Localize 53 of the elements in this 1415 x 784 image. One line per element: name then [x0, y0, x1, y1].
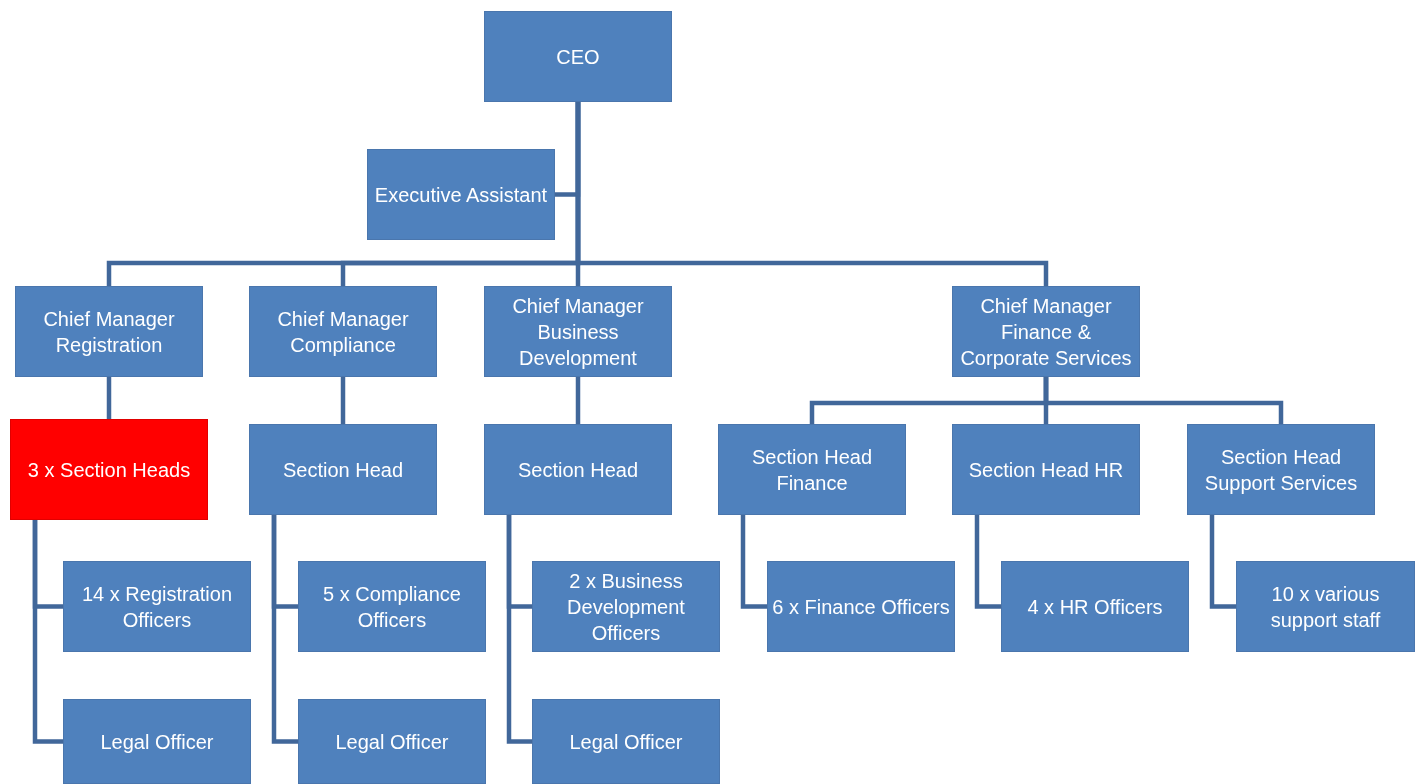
connector-line — [575, 377, 581, 424]
role-box — [298, 699, 486, 784]
role-box — [249, 286, 437, 377]
connector-line — [740, 515, 767, 609]
connector-line — [340, 377, 346, 424]
connector-line — [271, 515, 298, 744]
role-title: Legal Officer — [335, 729, 449, 755]
connector-line — [1209, 515, 1236, 609]
connector-line — [974, 515, 1001, 609]
role-title: Section Head Support Services — [1203, 444, 1359, 496]
role-title: Section Head — [282, 457, 404, 483]
role-title: 5 x Compliance Officers — [322, 581, 462, 633]
role-box — [298, 561, 486, 652]
role-box — [249, 424, 437, 515]
role-title: Section Head — [517, 457, 639, 483]
connector-line — [1043, 377, 1284, 424]
role-box — [1001, 561, 1189, 652]
role-box — [532, 561, 720, 652]
role-box — [15, 286, 203, 377]
connector-line — [32, 520, 63, 744]
role-box — [767, 561, 955, 652]
role-box — [484, 424, 672, 515]
role-title: Section Head HR — [968, 457, 1124, 483]
role-box — [532, 699, 720, 784]
role-title: Chief Manager Compliance — [276, 306, 410, 358]
role-box — [952, 286, 1140, 377]
role-title: Chief Manager Finance & Corporate Services — [959, 293, 1133, 371]
role-title: Section Head Finance — [750, 444, 874, 496]
role-title: Chief Manager Business Development — [511, 293, 645, 371]
role-title: 2 x Business Development Officers — [566, 568, 686, 646]
role-box — [952, 424, 1140, 515]
role-title: Legal Officer — [569, 729, 683, 755]
role-title: Executive Assistant — [374, 182, 548, 208]
role-box — [367, 149, 555, 240]
role-title: Chief Manager Registration — [42, 306, 176, 358]
connector-line — [506, 515, 532, 744]
role-box — [63, 561, 251, 652]
role-box — [63, 699, 251, 784]
role-box — [718, 424, 906, 515]
role-box — [1236, 561, 1415, 652]
highlighted-role-box — [10, 419, 208, 520]
role-title: Legal Officer — [100, 729, 214, 755]
role-title: 10 x various support staff — [1269, 581, 1382, 633]
connector-line — [575, 102, 1049, 286]
role-title: 14 x Registration Officers — [80, 581, 234, 633]
role-box — [484, 11, 672, 102]
connector-line — [106, 377, 112, 419]
role-title: 6 x Finance Officers — [772, 594, 950, 620]
role-title: 4 x HR Officers — [1027, 594, 1163, 620]
role-box — [484, 286, 672, 377]
role-title: 3 x Section Heads — [27, 457, 191, 483]
role-box — [1187, 424, 1375, 515]
role-title: CEO — [556, 44, 600, 70]
